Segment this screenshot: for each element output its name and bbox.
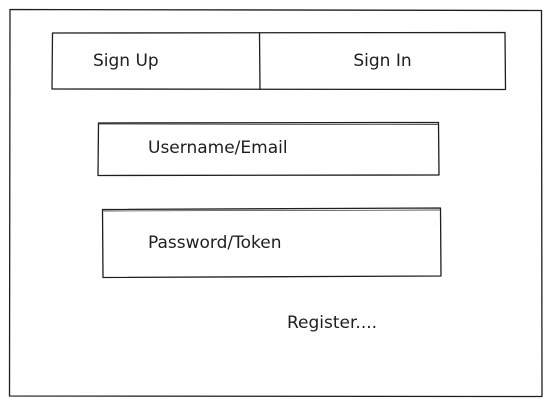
username-email-input[interactable] (148, 134, 432, 162)
tab-sign-up[interactable]: Sign Up (52, 33, 259, 89)
password-token-input[interactable] (148, 229, 432, 257)
tab-sign-up-label: Sign Up (93, 51, 159, 71)
tab-sign-in-label: Sign In (353, 51, 412, 71)
tab-sign-in[interactable]: Sign In (260, 33, 505, 89)
register-link[interactable]: Register.... (287, 313, 378, 333)
